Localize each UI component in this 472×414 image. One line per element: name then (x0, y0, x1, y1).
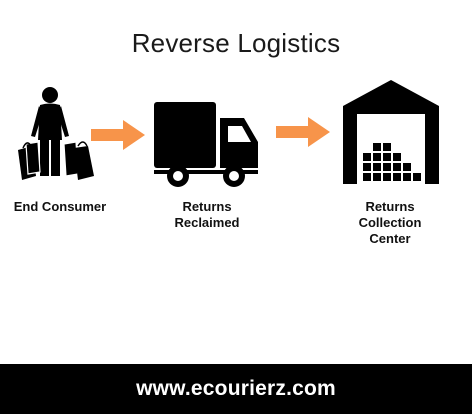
delivery-truck-icon (154, 102, 258, 187)
diagram-title: Reverse Logistics (131, 28, 341, 58)
label-line: Reclaimed (174, 215, 240, 230)
label-line: Collection (358, 215, 422, 230)
step-label-returns-collection-center: Returns Collection Center (330, 199, 450, 247)
step-label-returns-reclaimed: Returns Reclaimed (147, 199, 267, 231)
label-line: Returns (182, 199, 232, 214)
label-line: Center (369, 231, 411, 246)
flow-arrow-1 (91, 120, 145, 150)
shopper-with-bags-icon (18, 87, 94, 180)
label-line: Returns (365, 199, 415, 214)
step-label-end-consumer: End Consumer (0, 199, 120, 215)
arrow-shape (276, 117, 330, 147)
flow-arrow-2 (276, 117, 330, 147)
footer-website-text: www.ecourierz.com (136, 377, 336, 400)
label-line: End Consumer (13, 199, 107, 214)
warehouse-icon (343, 80, 439, 184)
arrow-shape (91, 120, 145, 150)
footer-bar: www.ecourierz.com (0, 364, 472, 414)
